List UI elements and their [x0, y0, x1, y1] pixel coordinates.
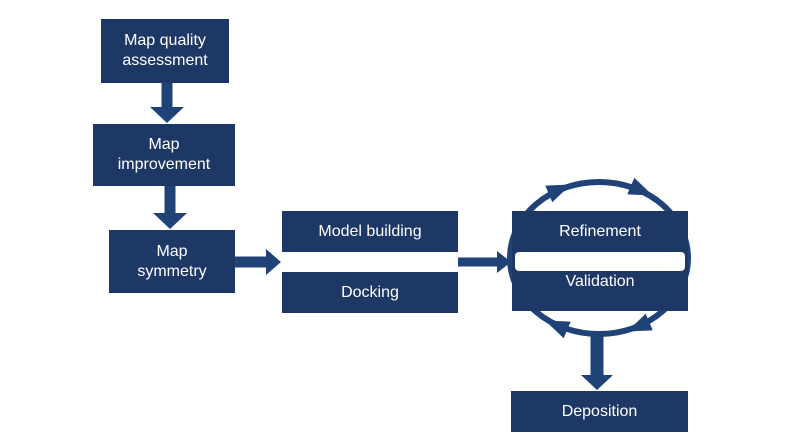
- node-label: Map quality assessment: [122, 32, 208, 69]
- node-refinement-validation-group: Refinement Validation: [512, 211, 688, 311]
- arrow-map-symmetry-to-model-building-docking: [235, 249, 281, 275]
- node-refinement: Refinement: [512, 211, 688, 252]
- node-map-symmetry: Map symmetry: [109, 230, 235, 293]
- refinement-validation-divider-slot: [515, 252, 685, 271]
- cycle-arrowhead-bottom-right-icon: [627, 313, 653, 332]
- node-map-quality-assessment: Map quality assessment: [101, 19, 229, 83]
- arrow-refinement-validation-to-deposition: [581, 334, 613, 390]
- node-model-building: Model building: [282, 211, 458, 252]
- arrow-map-improvement-to-map-symmetry: [153, 186, 187, 229]
- cycle-arrowhead-top-right-icon: [627, 177, 653, 196]
- cycle-arrowhead-top-left-icon: [545, 184, 571, 203]
- node-deposition: Deposition: [511, 391, 688, 432]
- node-label: Deposition: [561, 402, 638, 420]
- node-map-improvement: Map improvement: [93, 124, 235, 186]
- arrow-model-building-docking-to-refinement-validation: [458, 251, 511, 273]
- node-docking: Docking: [282, 272, 458, 313]
- node-validation: Validation: [512, 252, 688, 311]
- node-label: Model building: [318, 222, 422, 240]
- node-label: Validation: [565, 272, 635, 290]
- node-label: Refinement: [559, 222, 641, 240]
- arrow-map-quality-to-map-improvement: [150, 83, 184, 123]
- node-label: Map improvement: [117, 136, 211, 173]
- cycle-arrowhead-bottom-left-icon: [545, 320, 571, 339]
- node-label: Map symmetry: [137, 242, 207, 280]
- node-label: Docking: [341, 283, 399, 301]
